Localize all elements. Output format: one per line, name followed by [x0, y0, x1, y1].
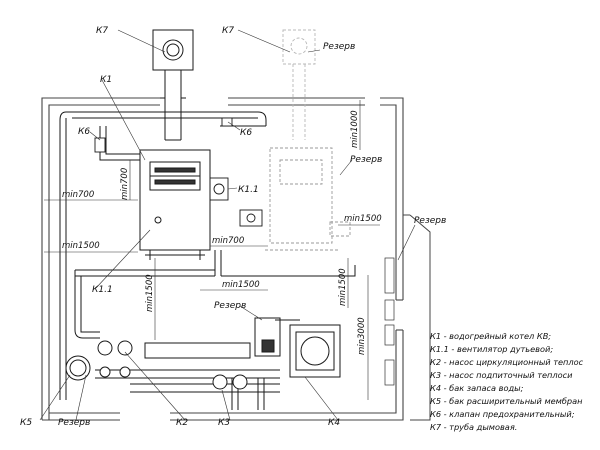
label-k4: К4 — [328, 418, 340, 428]
dim-min3000: min3000 — [357, 317, 367, 355]
legend-item: К1 - водогрейный котел КВ; — [430, 331, 551, 341]
legend-item: К1.1 - вентилятор дутьевой; — [430, 344, 553, 354]
label-k3: К3 — [218, 418, 230, 428]
water-tank-k4 — [275, 319, 341, 378]
label-reserve-top: Резерв — [323, 42, 355, 52]
side-info-boxes — [384, 257, 395, 386]
legend-item: К3 - насос подпиточный теплоси — [430, 370, 573, 380]
dim-min700-center: min700 — [212, 236, 244, 246]
right-corner-wall — [402, 214, 431, 421]
legend: К1 - водогрейный котел КВ; К1.1 - вентил… — [430, 331, 584, 432]
expansion-tank-k5 — [65, 355, 91, 381]
label-k7-right: К7 — [222, 26, 234, 36]
chimney-k7-right — [282, 29, 316, 140]
label-k5: К5 — [20, 418, 32, 428]
label-k2: К2 — [176, 418, 188, 428]
label-k1-1-bottom: К1.1 — [92, 285, 113, 295]
label-k6-right: К6 — [240, 128, 252, 138]
chimney-k7-left — [152, 29, 194, 141]
legend-item: К4 - бак запаса воды; — [430, 383, 524, 393]
pipework — [59, 111, 356, 410]
dimension-lines — [44, 100, 380, 400]
label-reserve-bottom-left: Резерв — [58, 418, 90, 428]
label-k1: К1 — [100, 75, 112, 85]
label-reserve-pump: Резерв — [214, 301, 246, 311]
legend-item: К7 - труба дымовая. — [430, 422, 517, 432]
legend-item: К5 - бак расширительный мембран — [430, 396, 583, 406]
label-k6-left: К6 — [78, 127, 90, 137]
legend-item: К2 - насос циркуляционный теплос — [430, 357, 584, 367]
dim-min700-vertical: min700 — [120, 168, 130, 200]
dim-min1500-vertical: min1500 — [145, 274, 155, 312]
dim-min1000: min1000 — [350, 110, 360, 148]
label-k7-left: К7 — [96, 26, 108, 36]
dim-min700-left: min700 — [62, 190, 94, 200]
leader-lines — [39, 29, 416, 421]
reserve-boiler — [265, 147, 351, 251]
pumps — [97, 317, 281, 390]
legend-item: К6 - клапан предохранительный; — [430, 409, 575, 419]
dim-min1500-left: min1500 — [62, 241, 100, 251]
label-reserve-right: Резерв — [414, 216, 446, 226]
label-k1-1-top: К1.1 — [238, 185, 259, 195]
safety-valves-k6 — [94, 117, 233, 153]
boiler-k1 — [139, 149, 211, 260]
dim-min1500-right-horizontal: min1500 — [344, 214, 382, 224]
dim-min1500-right-vertical: min1500 — [338, 268, 348, 306]
dim-min1500-bottom: min1500 — [222, 280, 260, 290]
label-reserve-middle: Резерв — [350, 155, 382, 165]
